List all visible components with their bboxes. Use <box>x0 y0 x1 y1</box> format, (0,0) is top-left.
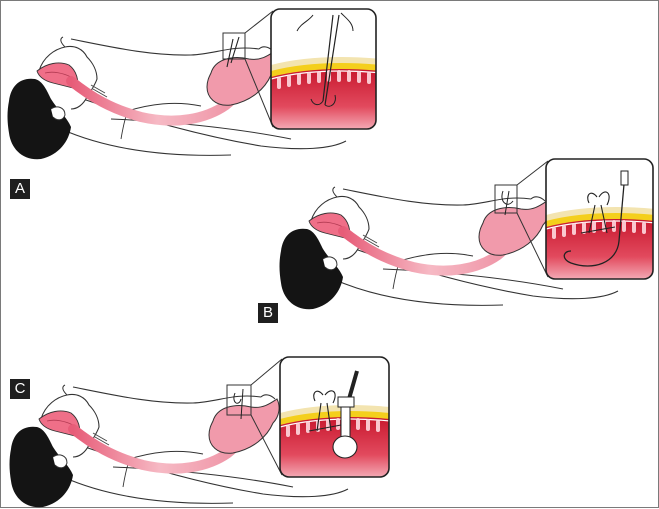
inset-b <box>546 157 656 282</box>
panel-label-c: C <box>10 379 30 399</box>
panel-a <box>8 7 382 159</box>
inset-c <box>280 355 390 480</box>
panel-label-b: B <box>258 303 278 323</box>
panel-label-a: A <box>10 179 30 199</box>
inset-a <box>271 7 381 132</box>
